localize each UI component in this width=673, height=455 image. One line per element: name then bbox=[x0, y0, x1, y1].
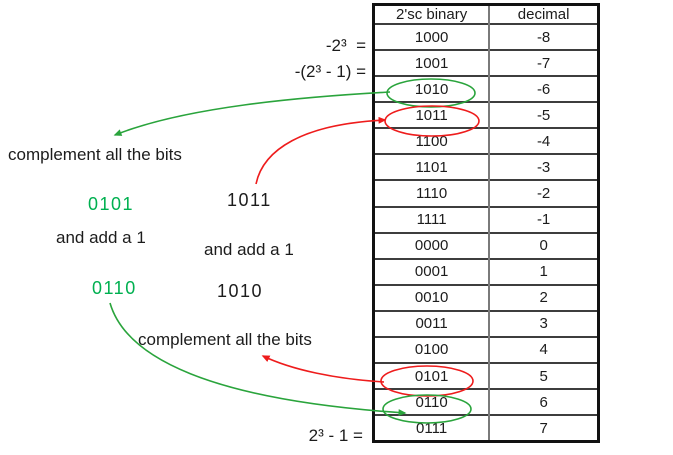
binary-cell: 0110 bbox=[375, 388, 491, 416]
bits-0110-green: 0110 bbox=[92, 278, 137, 298]
binary-cell: 0001 bbox=[375, 257, 491, 285]
table-row: 1111-1 bbox=[375, 205, 597, 233]
table-row: 1011-5 bbox=[375, 101, 597, 129]
decimal-column-header: decimal bbox=[517, 6, 570, 23]
binary-column-header: 2'sc binary bbox=[375, 6, 491, 24]
complement-label-top: complement all the bits bbox=[8, 145, 182, 164]
decimal-cell: -4 bbox=[489, 127, 597, 155]
binary-cell: 0111 bbox=[375, 414, 491, 440]
decimal-cell: 4 bbox=[489, 335, 597, 364]
bits-1010-black: 1010 bbox=[217, 281, 264, 301]
decimal-cell: -1 bbox=[489, 205, 597, 233]
binary-cell: 1010 bbox=[375, 75, 491, 103]
table-row: 1101-3 bbox=[375, 153, 597, 181]
binary-cell: 1001 bbox=[375, 49, 491, 77]
complement-label-bottom: complement all the bits bbox=[138, 330, 312, 349]
pos-max-formula: 2³ - 1 = bbox=[308, 426, 363, 445]
arrow-0110-text-to-table bbox=[109, 302, 407, 417]
binary-cell: 1011 bbox=[375, 101, 491, 129]
binary-cell: 1100 bbox=[375, 127, 491, 155]
neg-max-minus1-formula: -(2³ - 1) = bbox=[294, 62, 366, 81]
add-one-label-left: and add a 1 bbox=[56, 228, 146, 247]
bits-1011-black: 1011 bbox=[227, 190, 272, 210]
decimal-cell: -7 bbox=[489, 49, 597, 77]
arrow-1010-to-complement-top bbox=[113, 91, 391, 136]
bits-0101-green: 0101 bbox=[88, 194, 135, 214]
decimal-cell: -6 bbox=[489, 75, 597, 103]
decimal-cell: 0 bbox=[489, 231, 597, 259]
arrow-0101-to-complement-bottom bbox=[261, 355, 385, 383]
table-row: 1000-8 bbox=[375, 22, 597, 51]
add-one-label-right: and add a 1 bbox=[204, 240, 294, 259]
decimal-cell: -5 bbox=[489, 101, 597, 129]
arrow-1011-text-to-table bbox=[255, 116, 387, 185]
table-row: 1110-2 bbox=[375, 179, 597, 207]
binary-cell: 1110 bbox=[375, 179, 491, 207]
binary-cell: 0101 bbox=[375, 362, 491, 390]
binary-cell: 0010 bbox=[375, 283, 491, 311]
table-header-row: 2'sc binary decimal bbox=[375, 6, 597, 24]
table-row: 1001-7 bbox=[375, 49, 597, 77]
binary-cell: 1111 bbox=[375, 205, 491, 233]
decimal-cell: -3 bbox=[489, 153, 597, 181]
decimal-cell: 6 bbox=[489, 388, 597, 416]
binary-cell: 0100 bbox=[375, 335, 491, 364]
binary-cell: 0011 bbox=[375, 309, 491, 337]
decimal-cell: 5 bbox=[489, 362, 597, 390]
decimal-cell: 7 bbox=[489, 414, 597, 440]
binary-cell: 1000 bbox=[375, 22, 491, 51]
decimal-cell: 3 bbox=[489, 309, 597, 337]
table-row: 1010-6 bbox=[375, 75, 597, 103]
neg-max-formula: -2³ = bbox=[325, 36, 366, 55]
binary-cell: 1101 bbox=[375, 153, 491, 181]
table-row: 1100-4 bbox=[375, 127, 597, 155]
decimal-cell: 1 bbox=[489, 257, 597, 285]
binary-cell: 0000 bbox=[375, 231, 491, 259]
decimal-cell: -2 bbox=[489, 179, 597, 207]
decimal-cell: 2 bbox=[489, 283, 597, 311]
decimal-cell: -8 bbox=[489, 22, 597, 51]
